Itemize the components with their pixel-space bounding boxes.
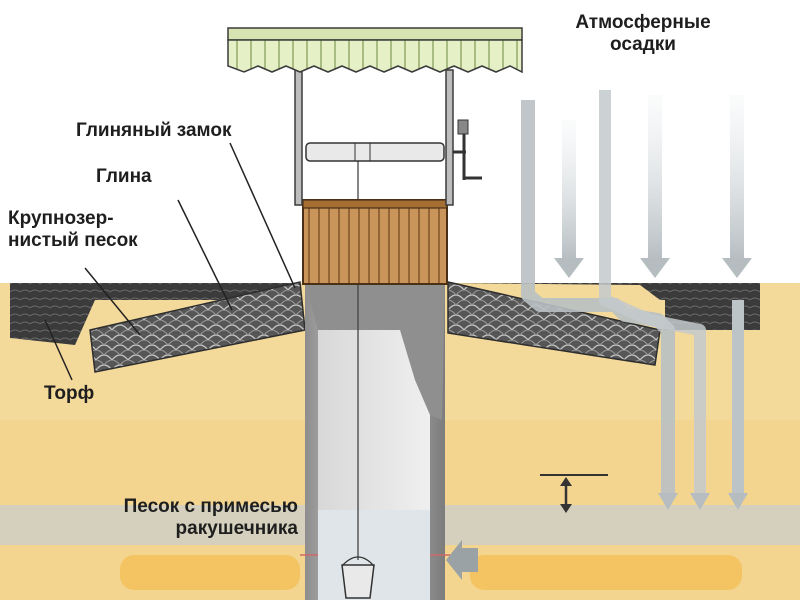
label-precipitation-line1: Атмосферные bbox=[575, 12, 711, 33]
sand-shell-layer-right bbox=[470, 555, 742, 590]
leader-clay-lock bbox=[229, 142, 296, 289]
down-arrow-icon bbox=[640, 95, 670, 278]
double-arrow-icon bbox=[540, 474, 608, 513]
post-left bbox=[294, 69, 303, 206]
well-water bbox=[318, 510, 430, 600]
label-coarse-sand-line1: Крупнозер- bbox=[8, 208, 114, 229]
crank-handle-icon bbox=[453, 119, 482, 180]
well-lining bbox=[305, 283, 445, 420]
label-sand-shell-line1: Песок с примесью bbox=[123, 496, 298, 517]
down-arrow-icon bbox=[658, 493, 678, 510]
leader-clay bbox=[177, 199, 233, 311]
label-clay: Глина bbox=[96, 166, 152, 187]
label-sand-shell: Песок с примесью ракушечника bbox=[58, 496, 298, 540]
leader-peat bbox=[44, 319, 73, 381]
label-clay-lock: Глиняный замок bbox=[76, 120, 232, 141]
bucket-icon bbox=[341, 556, 375, 599]
well-roof bbox=[227, 27, 523, 74]
label-peat: Торф bbox=[44, 383, 95, 404]
label-coarse-sand-line2: нистый песок bbox=[8, 230, 138, 251]
label-sand-shell-line2: ракушечника bbox=[175, 518, 298, 539]
post-right bbox=[445, 69, 454, 206]
well-wooden-box bbox=[302, 199, 448, 285]
down-arrow-icon bbox=[728, 493, 748, 510]
windlass-drum bbox=[305, 142, 445, 162]
down-arrow-icon bbox=[722, 95, 752, 278]
down-arrow-icon bbox=[690, 493, 710, 510]
rain-arrows bbox=[521, 90, 752, 510]
label-precipitation-line2: осадки bbox=[610, 34, 676, 55]
left-arrow-icon bbox=[446, 540, 478, 580]
sand-shell-layer-left bbox=[120, 555, 300, 590]
label-coarse-sand: Крупнозер- нистый песок bbox=[8, 208, 138, 252]
down-arrow-icon bbox=[554, 120, 584, 278]
label-precipitation: Атмосферные осадки bbox=[553, 12, 733, 56]
clay-layer-right bbox=[447, 281, 661, 366]
leader-coarse-sand bbox=[84, 267, 141, 336]
